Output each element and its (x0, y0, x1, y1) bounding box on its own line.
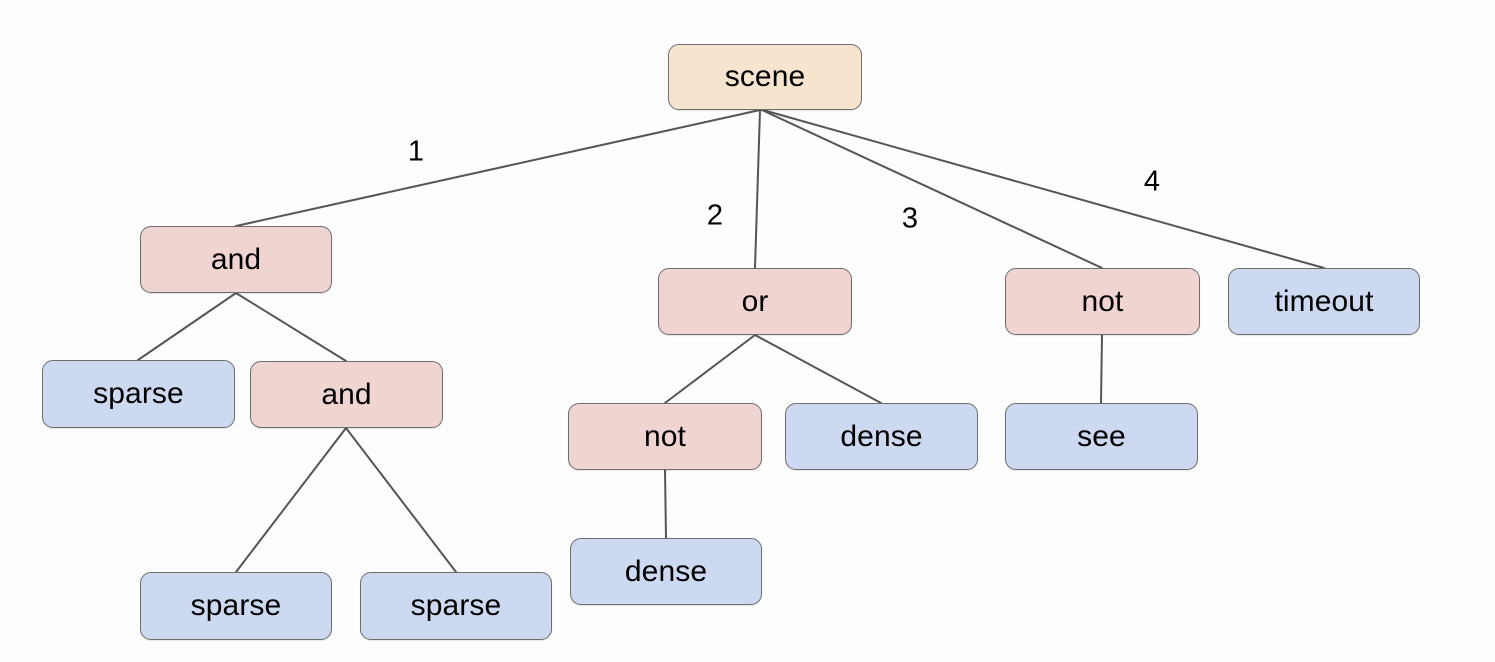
tree-node-not_m[interactable]: not (568, 403, 762, 470)
tree-edge-or1-to-dense1 (754, 334, 882, 404)
tree-edge-or1-to-not_m (664, 334, 756, 404)
tree-node-dense1[interactable]: dense (785, 403, 978, 470)
tree-node-dense2[interactable]: dense (570, 538, 762, 605)
tree-node-scene[interactable]: scene (668, 44, 862, 110)
tree-node-or1[interactable]: or (658, 268, 852, 335)
tree-node-and1[interactable]: and (140, 226, 332, 293)
tree-edge-and2-to-sparse3 (345, 427, 457, 573)
tree-edge-scene-to-not_r (761, 109, 1103, 269)
tree-edge-scene-to-timeout (762, 109, 1325, 269)
tree-edge-and2-to-sparse2 (235, 427, 347, 573)
tree-edge-scene-to-or1 (754, 109, 761, 269)
tree-node-see[interactable]: see (1005, 403, 1198, 470)
tree-edge-not_r-to-see (1100, 334, 1103, 404)
tree-node-sparse2[interactable]: sparse (140, 572, 332, 640)
tree-edge-scene-to-and1 (235, 109, 761, 227)
tree-node-sparse3[interactable]: sparse (360, 572, 552, 640)
tree-node-and2[interactable]: and (250, 361, 443, 428)
tree-node-not_r[interactable]: not (1005, 268, 1200, 335)
edge-label-4: 4 (1143, 165, 1161, 198)
tree-edge-and1-to-and2 (235, 292, 347, 362)
tree-edge-not_m-to-dense2 (664, 469, 667, 539)
tree-node-timeout[interactable]: timeout (1228, 268, 1420, 335)
edge-label-1: 1 (407, 135, 425, 168)
edge-label-3: 3 (901, 202, 919, 235)
tree-node-sparse1[interactable]: sparse (42, 360, 235, 428)
tree-edge-and1-to-sparse1 (137, 292, 237, 361)
edge-label-2: 2 (706, 199, 724, 232)
